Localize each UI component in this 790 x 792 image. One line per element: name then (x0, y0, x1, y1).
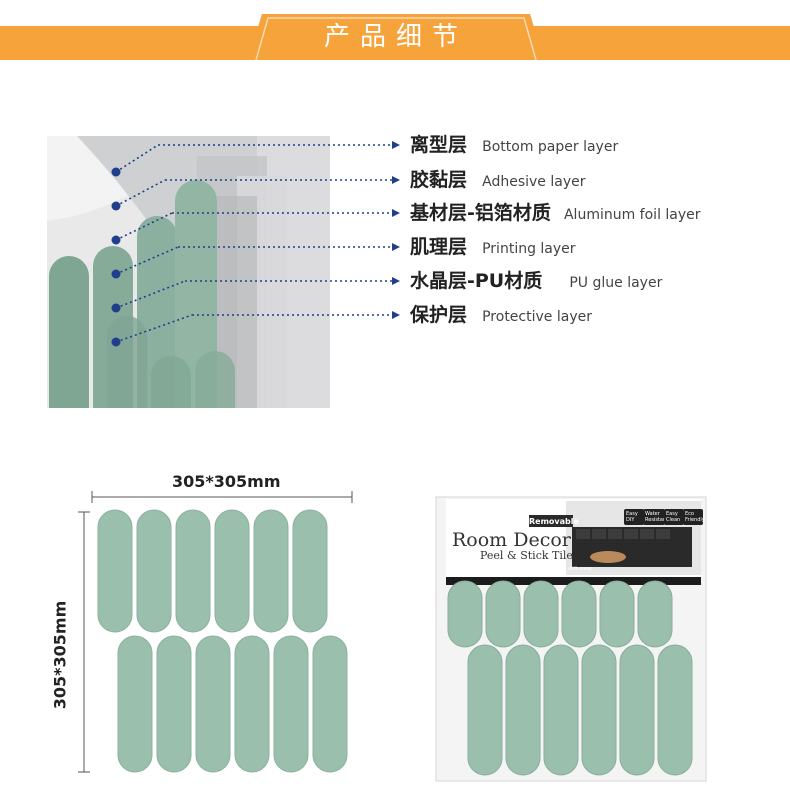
feature-easy-diy: Easy DIY (624, 509, 644, 525)
layer-label-aluminum: 基材层-铝箔材质 Aluminum foil layer (410, 201, 701, 225)
layer-cn: 肌理层 (410, 236, 468, 258)
layer-label-printing: 肌理层 Printing layer (410, 235, 576, 259)
layer-en: Printing layer (482, 241, 576, 257)
layer-en: Adhesive layer (482, 174, 586, 190)
feature-easy-clean: Easy Clean (664, 509, 684, 525)
layer-label-adhesive: 胶黏层 Adhesive layer (410, 168, 585, 192)
feature-eco-friendly: Eco Friendly (683, 509, 705, 525)
layer-diagram (47, 136, 330, 408)
layer-cn: 基材层-铝箔材质 (410, 202, 551, 224)
feature-water-resistant: Water Resistant (643, 509, 669, 525)
header-tab-shape (248, 14, 544, 61)
width-label: 305*305mm (172, 472, 281, 491)
layer-cn: 离型层 (410, 134, 468, 156)
layer-cn: 胶黏层 (410, 169, 468, 191)
layer-cn: 水晶层-PU材质 (410, 270, 543, 292)
package-title: Room Decor (452, 529, 571, 551)
layer-label-protective: 保护层 Protective layer (410, 303, 592, 327)
package-subtitle: Peel & Stick Tile (480, 549, 573, 562)
tile-sheet (97, 509, 348, 773)
package-badge: Removable (529, 517, 579, 526)
layer-cn: 保护层 (410, 304, 468, 326)
layer-en: PU glue layer (569, 275, 663, 291)
layer-label-pu-glue: 水晶层-PU材质 PU glue layer (410, 269, 662, 293)
layer-label-bottom-paper: 离型层 Bottom paper layer (410, 133, 618, 157)
layer-en: Aluminum foil layer (563, 207, 701, 223)
layer-en: Protective layer (482, 309, 592, 325)
section-title: 产品细节 (323, 22, 468, 52)
layer-en: Bottom paper layer (482, 139, 619, 155)
package-tagline: change the look and feel the room with e… (480, 566, 592, 572)
